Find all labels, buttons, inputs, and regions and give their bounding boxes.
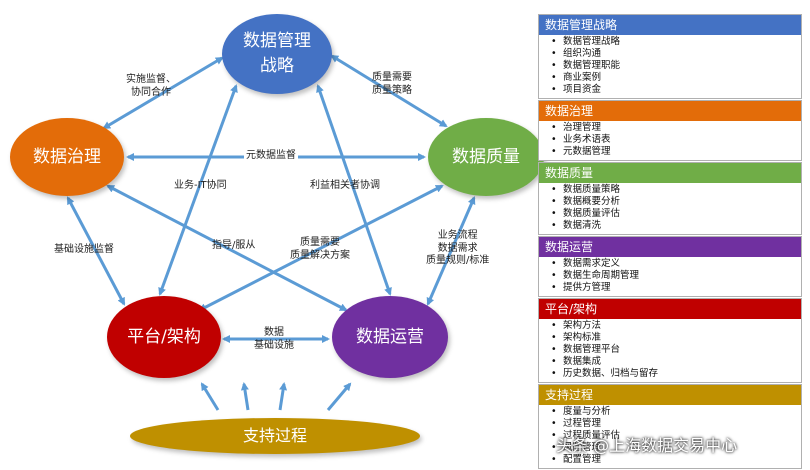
category-legend: 数据管理战略数据管理战略组织沟通数据管理职能商业案例项目资金数据治理治理管理业务…: [538, 14, 802, 470]
edge-label-business-it: 业务-IT协同: [174, 180, 227, 191]
category-box: 数据质量数据质量策略数据概要分析数据质量评估数据清洗: [538, 162, 802, 235]
category-item: 数据管理战略: [551, 36, 801, 48]
category-item: 业务术语表: [551, 134, 801, 146]
category-item: 配置管理: [551, 454, 801, 466]
category-item: 过程质量评估: [551, 430, 801, 442]
category-box: 支持过程度量与分析过程管理过程质量评估风险管理配置管理: [538, 384, 802, 469]
arrow-support-4: [326, 382, 352, 411]
category-item: 项目资金: [551, 84, 801, 96]
category-box: 平台/架构架构方法架构标准数据管理平台数据集成历史数据、归档与留存: [538, 298, 802, 383]
watermark: 头条 @上海数据交易中心: [556, 436, 738, 455]
arrow-support-2: [240, 382, 250, 411]
category-item: 数据集成: [551, 356, 801, 368]
category-items: 架构方法架构标准数据管理平台数据集成历史数据、归档与留存: [539, 319, 801, 382]
category-items: 数据需求定义数据生命周期管理提供方管理: [539, 257, 801, 296]
edge-label-implement-supervise: 实施监督、 协同合作: [126, 74, 176, 98]
edge-label-business-process: 业务流程 数据需求 质量规则/标准: [426, 230, 490, 266]
edge-label-metadata-supervision: 元数据监督: [244, 150, 298, 163]
node-data-quality: 数据质量: [428, 118, 544, 196]
category-item: 历史数据、归档与留存: [551, 368, 801, 380]
category-item: 过程管理: [551, 418, 801, 430]
node-data-governance: 数据治理: [10, 118, 124, 196]
category-item: 元数据管理: [551, 146, 801, 158]
edge-label-quality-needs-strategy: 质量需要 质量策略: [372, 72, 412, 96]
category-item: 数据需求定义: [551, 258, 801, 270]
category-item: 数据质量策略: [551, 184, 801, 196]
category-item: 提供方管理: [551, 282, 801, 294]
category-item: 数据质量评估: [551, 208, 801, 220]
edge-label-infrastructure-supervision: 基础设施监督: [54, 244, 114, 255]
category-item: 度量与分析: [551, 406, 801, 418]
category-title: 数据运营: [539, 237, 801, 257]
category-box: 数据运营数据需求定义数据生命周期管理提供方管理: [538, 236, 802, 297]
category-title: 支持过程: [539, 385, 801, 405]
category-item: 数据管理平台: [551, 344, 801, 356]
category-item: 架构方法: [551, 320, 801, 332]
edge-label-data-infrastructure: 数据 基础设施: [254, 327, 294, 351]
node-platform-architecture: 平台/架构: [107, 296, 221, 378]
category-item: 数据生命周期管理: [551, 270, 801, 282]
category-box: 数据管理战略数据管理战略组织沟通数据管理职能商业案例项目资金: [538, 14, 802, 99]
arrow-support-3: [278, 382, 288, 411]
category-item: 风险管理: [551, 442, 801, 454]
category-item: 数据清洗: [551, 220, 801, 232]
category-items: 数据管理战略组织沟通数据管理职能商业案例项目资金: [539, 35, 801, 98]
arrow-quality-platform: [198, 184, 444, 312]
edge-label-guide-obey: 指导/服从: [212, 240, 256, 251]
category-item: 数据概要分析: [551, 196, 801, 208]
arrow-quality-operations: [426, 196, 476, 306]
category-title: 数据治理: [539, 101, 801, 121]
category-title: 平台/架构: [539, 299, 801, 319]
node-data-strategy: 数据管理 战略: [222, 14, 332, 94]
category-item: 商业案例: [551, 72, 801, 84]
edge-label-quality-solutions: 质量需要 质量解决方案: [290, 237, 350, 261]
category-items: 度量与分析过程管理过程质量评估风险管理配置管理: [539, 405, 801, 468]
node-data-operations: 数据运营: [332, 296, 448, 378]
node-data-strategy-line1: 数据管理: [243, 31, 311, 52]
category-item: 治理管理: [551, 122, 801, 134]
category-item: 数据管理职能: [551, 60, 801, 72]
edge-label-stakeholder: 利益相关者协调: [310, 180, 380, 191]
category-box: 数据治理治理管理业务术语表元数据管理: [538, 100, 802, 161]
category-item: 组织沟通: [551, 48, 801, 60]
arrow-support-1: [200, 382, 220, 411]
node-data-strategy-line2: 战略: [260, 56, 294, 76]
category-title: 数据质量: [539, 163, 801, 183]
node-support-process: 支持过程: [130, 418, 420, 454]
category-items: 治理管理业务术语表元数据管理: [539, 121, 801, 160]
category-item: 架构标准: [551, 332, 801, 344]
category-items: 数据质量策略数据概要分析数据质量评估数据清洗: [539, 183, 801, 234]
relationship-diagram: [66, 54, 476, 411]
category-title: 数据管理战略: [539, 15, 801, 35]
